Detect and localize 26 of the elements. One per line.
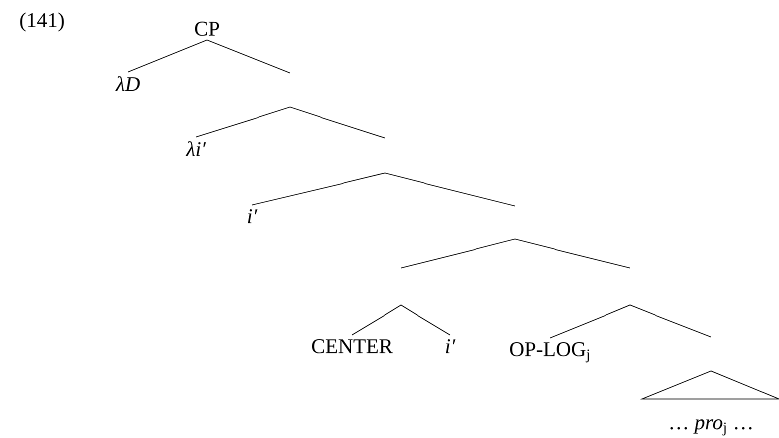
roof-triangle-with-label: … pro$_{j}$ … [640,370,779,436]
tree-branch [400,249,476,268]
tree-branch [196,117,260,138]
node-label: OP-LOG$_{j}$ [510,342,590,362]
tree-branch [416,315,450,336]
tree-branch [320,117,386,138]
node-label: CENTER [312,339,393,354]
tree-branch [554,249,630,268]
node-label: i′ [446,339,456,354]
node-label: λi′ [186,141,206,156]
node-label: λD [115,76,140,92]
branch-junction [605,304,656,316]
tree-branch [550,315,606,338]
branch-junction [258,106,321,118]
example-number: (141) [20,12,64,32]
tree-branch [206,40,290,74]
tree-branch [424,183,516,206]
tree-branch [352,315,386,336]
tree-branch [128,40,208,72]
branch-junction [384,304,418,316]
branch-junction [343,172,425,184]
tree-branch [252,183,344,206]
tree-branch [654,315,712,338]
node-label: i′ [248,209,258,224]
node-label: CP [195,22,219,36]
branch-junction [475,238,556,250]
